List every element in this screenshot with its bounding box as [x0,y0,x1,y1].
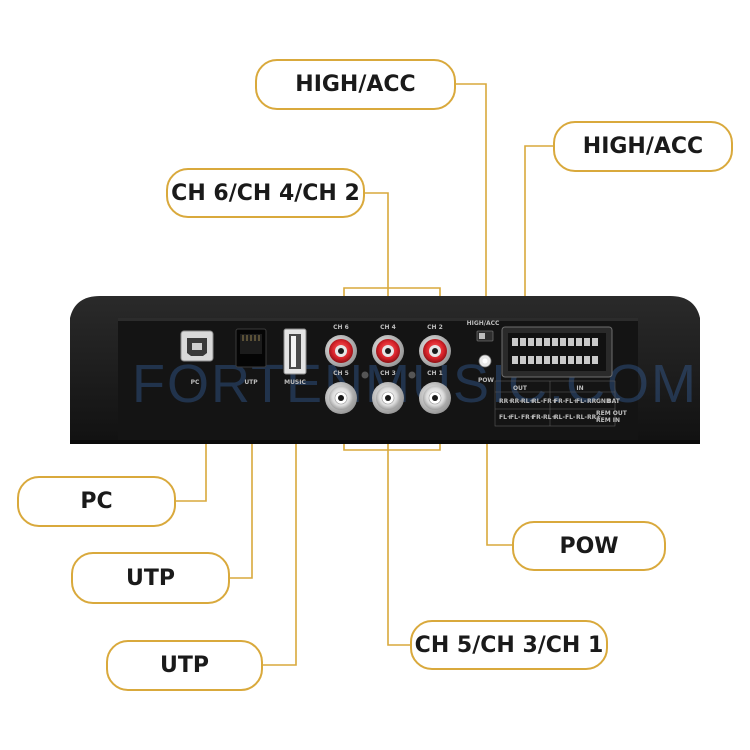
pin-r2-c5: RL+ [543,414,556,421]
high-acc-switch[interactable] [476,330,494,342]
rca-jack-ch5[interactable] [325,382,357,414]
port-label-utp: UTP [244,379,258,386]
rca-jack-ch4[interactable] [372,335,404,367]
pin-r1-c8: FL- [576,398,587,405]
pin-r1-c2: RR- [510,398,522,405]
wiring-harness-connector[interactable] [501,326,613,378]
screw-right [408,371,416,379]
pin-r2-c6: RL- [554,414,565,421]
callout-pow: POW [512,521,666,571]
jack-label-ch2: CH 2 [427,324,443,331]
rca-jack-ch3[interactable] [372,382,404,414]
callout-utp-2: UTP [106,640,263,691]
pow-label: POW [478,377,494,384]
jack-label-ch4: CH 4 [380,324,396,331]
pin-r1-c6: FR- [554,398,566,405]
leader-high-acc-top [456,83,487,325]
pin-r1-c10: GND [596,398,611,405]
pin-r2-c7: FL- [565,414,576,421]
pin-r1-c11: BAT [607,398,621,405]
leader-ch-upper [365,192,389,320]
pin-r1-c4: RL- [532,398,543,405]
usb-a-port[interactable] [283,328,307,375]
rca-jack-ch6[interactable] [325,335,357,367]
pin-r1-c7: FL+ [565,398,578,405]
pin-r2-c4: FR- [532,414,544,421]
leader-high-acc-right [524,145,553,325]
callout-high-acc-right: HIGH/ACC [553,121,733,172]
callout-pc: PC [17,476,176,527]
usb-b-port[interactable] [180,330,214,362]
callout-ch-5-3-1: CH 5/CH 3/CH 1 [410,620,608,670]
pow-led [478,354,492,368]
leader-utp-2 [263,378,297,666]
callout-utp-1: UTP [71,552,230,604]
pin-legend-table: OUT IN RR+ RR- RL+ RL- FR+ FR- FL+ FL- R… [494,380,628,427]
pin-r2-c2: FL- [510,414,521,421]
pin-r2-c1: FL+ [499,414,512,421]
leader-utp-1 [230,378,253,579]
pin-r1-c9: RR [587,398,597,405]
jack-label-ch3: CH 3 [380,370,396,377]
pin-r2-c9: RR+ [587,414,601,421]
pin-group-in: IN [576,385,583,392]
switch-label-high-acc: HIGH/ACC [467,320,500,327]
pin-r2-c11: REM IN [596,417,620,424]
port-label-pc: PC [191,379,200,386]
jack-label-ch5: CH 5 [333,370,349,377]
pin-r1-c5: FR+ [543,398,557,405]
callout-ch-6-4-2: CH 6/CH 4/CH 2 [166,168,365,218]
callout-high-acc-top: HIGH/ACC [255,59,456,110]
rca-jack-ch1[interactable] [419,382,451,414]
rca-jack-ch2[interactable] [419,335,451,367]
jack-label-ch1: CH 1 [427,370,443,377]
pin-group-out: OUT [513,385,528,392]
utp-port[interactable] [235,328,267,368]
leader-ch-lower [387,412,410,646]
pin-r2-c8: RL- [576,414,587,421]
pin-r1-c3: RL+ [521,398,534,405]
pin-r2-c10: REM OUT [596,410,628,417]
watermark-text: FORTENMUSIC.COM [132,354,698,414]
jack-label-ch6: CH 6 [333,324,349,331]
pin-r2-c3: FR+ [521,414,535,421]
pin-r1-c1: RR+ [499,398,513,405]
port-label-music: MUSIC [284,379,306,386]
screw-left [361,371,369,379]
